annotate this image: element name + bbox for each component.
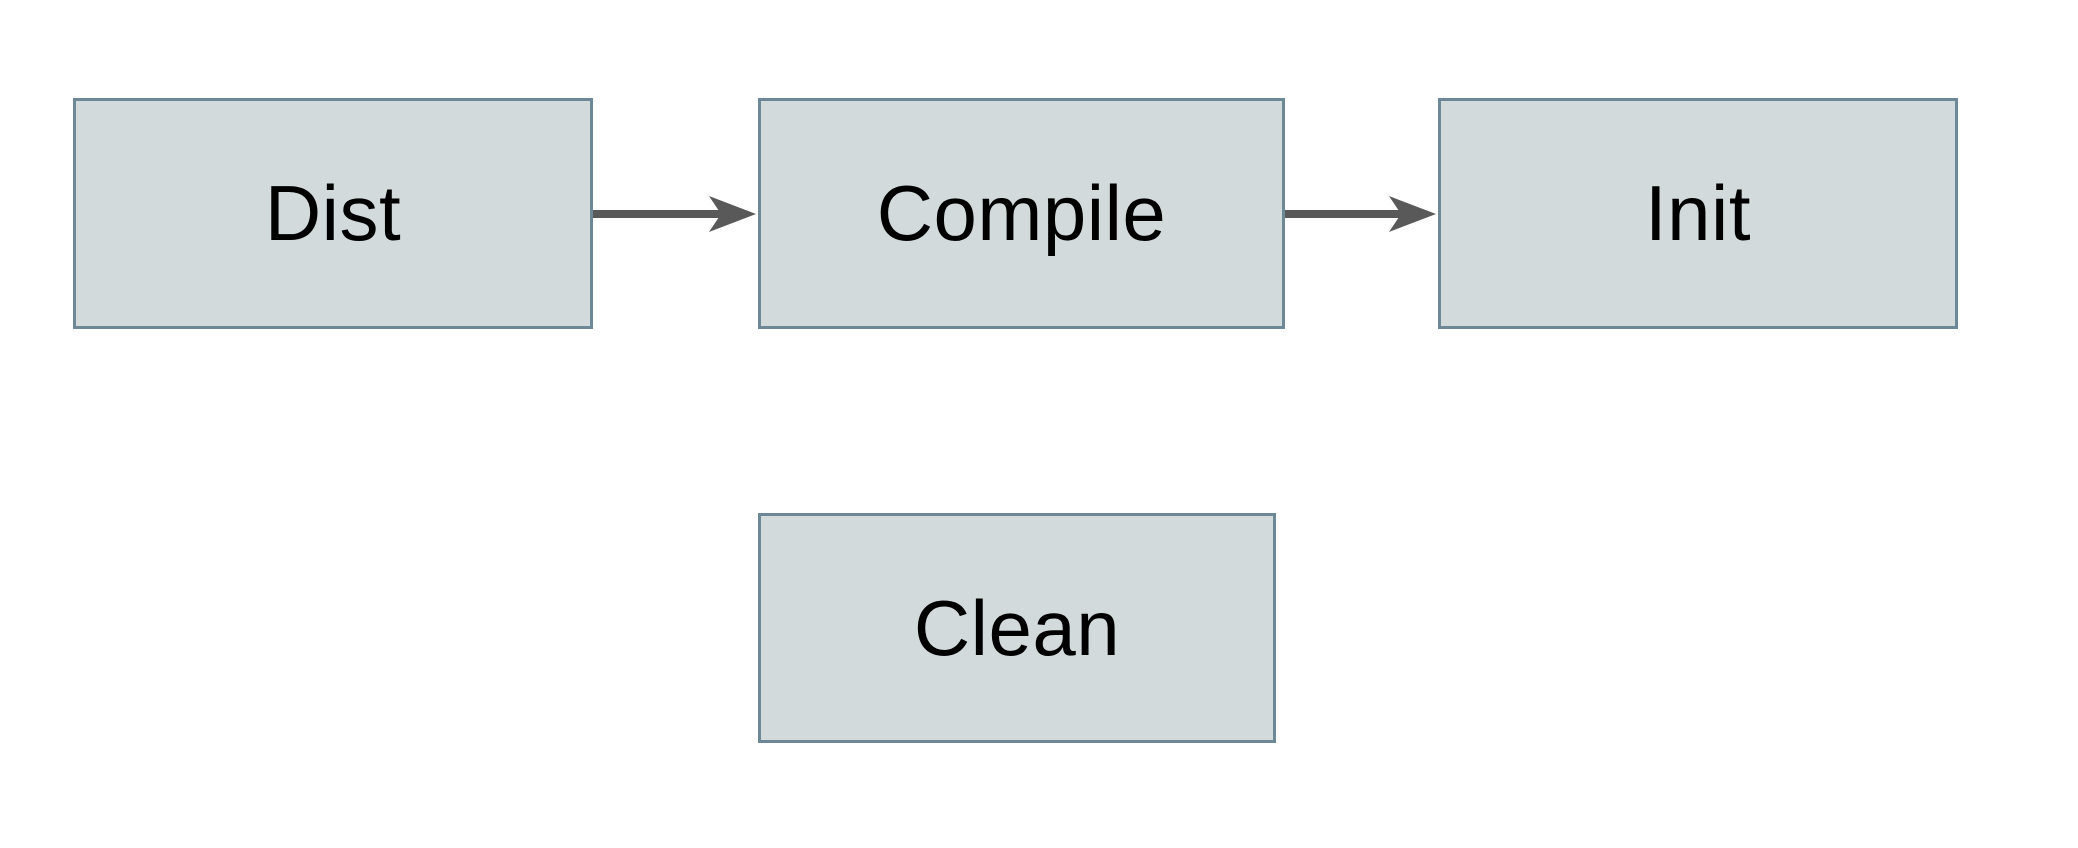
node-init: Init (1438, 98, 1958, 329)
node-init-label: Init (1644, 169, 1752, 257)
arrowhead-icon (709, 196, 756, 232)
arrow-compile-to-init (1285, 196, 1436, 232)
arrow-dist-to-compile (593, 196, 756, 232)
node-clean-label: Clean (913, 583, 1121, 672)
node-dist-label: Dist (264, 169, 402, 257)
node-compile: Compile (758, 98, 1285, 329)
node-clean: Clean (758, 513, 1276, 743)
node-dist: Dist (73, 98, 593, 329)
node-compile-label: Compile (876, 169, 1167, 257)
arrowhead-icon (1389, 196, 1436, 232)
